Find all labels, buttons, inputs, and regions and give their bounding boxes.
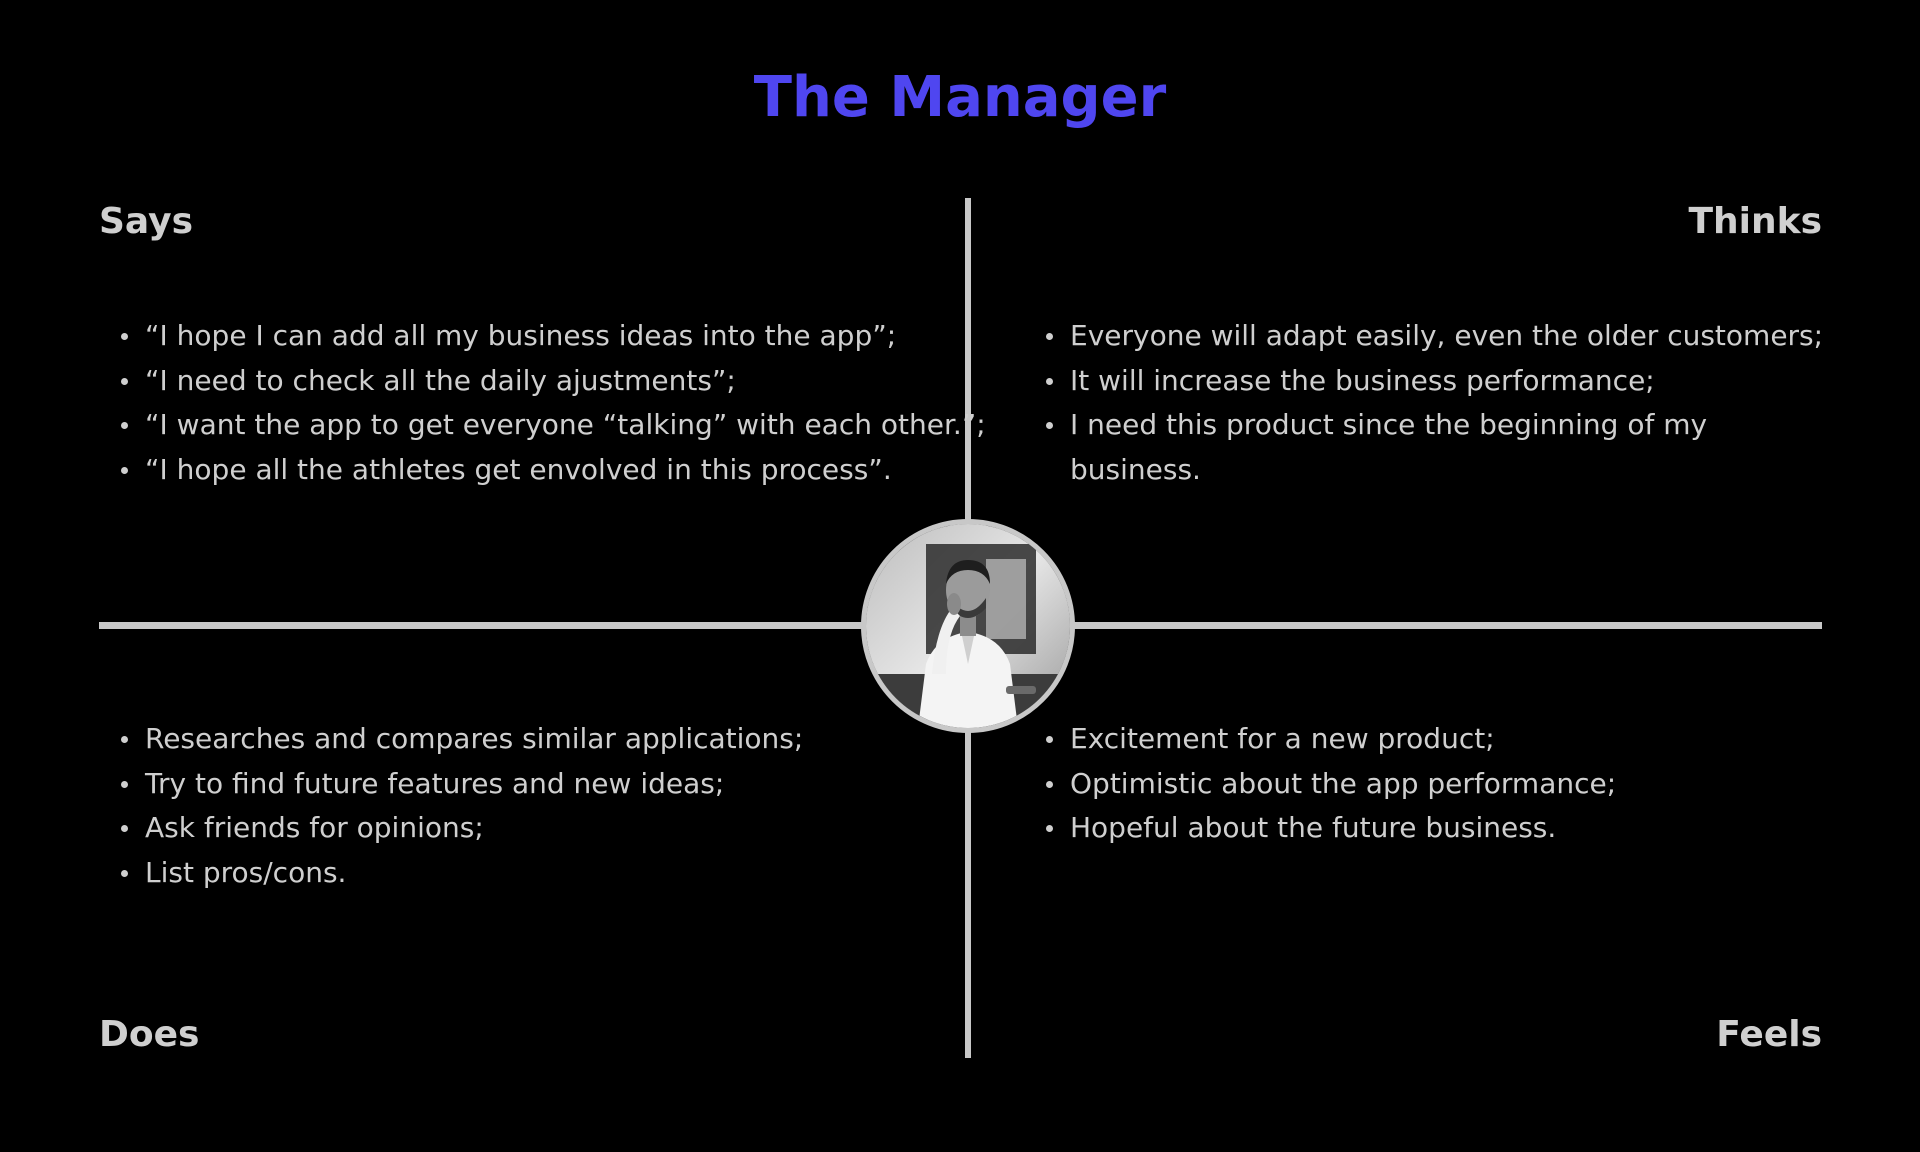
list-item: List pros/cons. [121,851,1005,896]
says-list: “I hope I can add all my business ideas … [99,314,1005,492]
quadrant-label-thinks: Thinks [1688,201,1822,242]
list-item: Hopeful about the future business. [1046,806,1830,851]
list-item: Everyone will adapt easily, even the old… [1046,314,1830,359]
thinks-list: Everyone will adapt easily, even the old… [1024,314,1830,492]
does-list: Researches and compares similar applicat… [99,717,1005,895]
list-item: Excitement for a new product; [1046,717,1830,762]
avatar [861,519,1075,733]
list-item: “I want the app to get everyone “talking… [121,403,1005,448]
quadrant-label-does: Does [99,1014,200,1055]
list-item: Try to find future features and new idea… [121,762,1005,807]
list-item: “I hope all the athletes get envolved in… [121,448,1005,493]
list-item: It will increase the business performanc… [1046,359,1830,404]
list-item: Ask friends for opinions; [121,806,1005,851]
feels-list: Excitement for a new product; Optimistic… [1024,717,1830,851]
quadrant-label-says: Says [99,201,194,242]
person-photo-icon [866,524,1070,728]
list-item: Researches and compares similar applicat… [121,717,1005,762]
page-title: The Manager [753,65,1167,130]
list-item: “I need to check all the daily ajustment… [121,359,1005,404]
quadrant-label-feels: Feels [1716,1014,1822,1055]
list-item: “I hope I can add all my business ideas … [121,314,1005,359]
list-item: Optimistic about the app performance; [1046,762,1830,807]
list-item: I need this product since the beginning … [1046,403,1830,492]
